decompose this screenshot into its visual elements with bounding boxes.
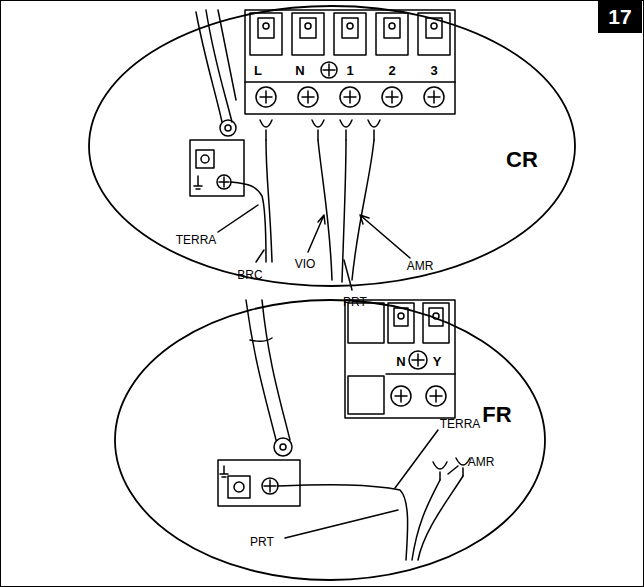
figure-number: 17 (608, 5, 631, 29)
wire-color: PRT (343, 296, 367, 308)
terminal-label: N (396, 355, 405, 368)
figure-number-box: 17 (598, 1, 642, 33)
block-name: FR (482, 404, 511, 426)
terminal-label: 1 (346, 64, 353, 77)
wire-color: AMR (468, 456, 495, 468)
wire-color: BRC (237, 269, 262, 281)
wire-color: TERRA (440, 418, 481, 430)
wire-color: PRT (250, 536, 274, 548)
terminal-label: Y (433, 355, 442, 368)
block-name: CR (506, 149, 538, 171)
wire-color: AMR (407, 260, 434, 272)
wire-color: TERRA (176, 234, 217, 246)
terminal-label: 2 (388, 64, 395, 77)
terminal-label: 3 (430, 64, 437, 77)
terminal-label: L (254, 64, 262, 77)
terminal-label: N (295, 64, 304, 77)
wire-color: VIO (295, 258, 316, 270)
